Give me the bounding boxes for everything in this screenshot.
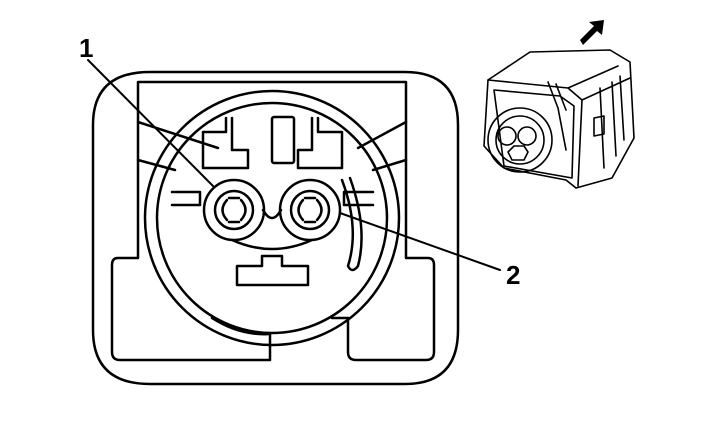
pin-1-socket [213, 189, 255, 231]
pin-1-cavity [202, 178, 266, 242]
notch-left [170, 190, 202, 207]
iso-face-outer [487, 107, 553, 173]
arrow-up-right-icon [580, 20, 604, 45]
iso-body-front [487, 65, 631, 187]
connector-iso-view [483, 49, 635, 189]
cavity-bridge [230, 208, 314, 251]
iso-face-inner [495, 115, 545, 165]
iso-key [507, 145, 529, 161]
key-bottom [235, 254, 310, 287]
key-left [201, 116, 250, 170]
connector-face-outer-ring [143, 89, 401, 347]
iso-front-frame [493, 89, 575, 179]
callout-1-label: 1 [79, 33, 94, 63]
connector-face-inner-ring [155, 101, 389, 335]
pin-1-contact [221, 196, 247, 224]
pin-2-contact [297, 196, 323, 224]
latch-rails [136, 120, 408, 172]
latch-tongue [340, 176, 363, 272]
iso-pin-1 [497, 126, 517, 146]
iso-body-top [483, 49, 635, 189]
iso-latch [547, 81, 567, 151]
iso-side-ribs [593, 75, 625, 169]
leader-line-1 [87, 59, 214, 187]
housing-inner-outline [110, 80, 436, 362]
housing-bottom-flange [210, 316, 350, 336]
pin-2-socket [289, 189, 331, 231]
iso-pin-2 [517, 126, 537, 146]
housing-outline [91, 70, 460, 386]
key-right [296, 116, 344, 170]
key-center [270, 115, 296, 165]
pin-2-cavity [278, 178, 342, 242]
callout-2-label: 2 [506, 260, 521, 290]
leader-line-2 [339, 212, 501, 271]
